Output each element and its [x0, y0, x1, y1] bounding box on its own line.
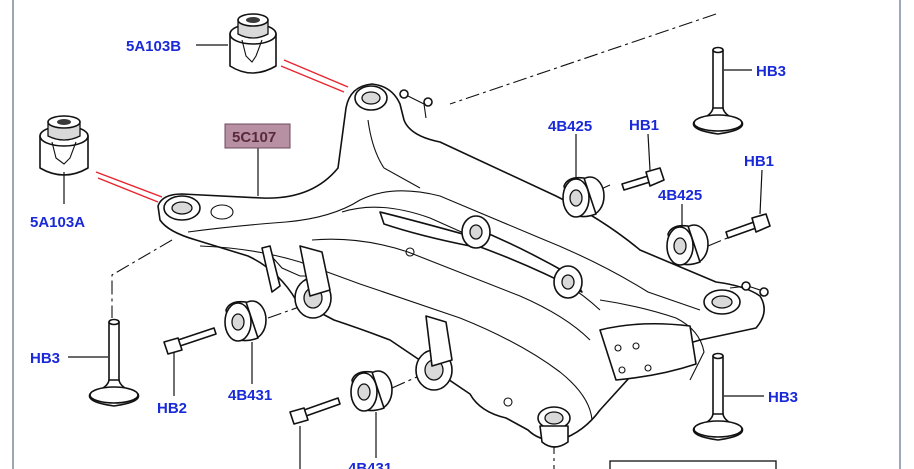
callout-hb2: HB2: [157, 400, 187, 417]
vent-hole-2: [503, 397, 513, 407]
callout-5c107: 5C107: [232, 129, 276, 146]
mount-rear-right: [703, 289, 741, 315]
assembly-line-left: [111, 239, 173, 318]
subframe-rear-beam-edge: [199, 245, 593, 421]
subframe-right-arm-edge: [599, 299, 705, 381]
center-bracket: [425, 315, 453, 367]
attachment-lines-5a103b: [280, 59, 349, 93]
callout-hb1-right: HB1: [744, 153, 774, 170]
hb1-right-part: [725, 213, 771, 239]
bush-5a103a-part: [39, 115, 89, 176]
callout-hb3-lower-right: HB3: [768, 389, 798, 406]
bush-4b425-right-part: [666, 224, 709, 266]
subframe-front-beam-edge: [187, 190, 701, 311]
bush-4b431-bottom-part: [350, 370, 393, 412]
left-bracket-plate: [261, 245, 281, 293]
bush-4b431-left-part: [224, 300, 267, 342]
mount-front-left: [163, 195, 234, 221]
callout-4b425-upper: 4B425: [548, 118, 592, 135]
callout-hb1-upper: HB1: [629, 117, 659, 134]
socket-link-rear: [553, 265, 583, 299]
callout-4b431-bottom: 4B431: [348, 460, 392, 469]
mount-bottom: [537, 406, 571, 448]
hb3-lower-right-part: [692, 352, 744, 441]
rear-subframe-crossmember: [157, 83, 769, 448]
right-bracket: [599, 322, 697, 381]
bracket-pipe-top: [403, 93, 427, 119]
callout-hb3-upper-right: HB3: [756, 63, 786, 80]
mount-top-left: [354, 85, 388, 111]
bush-5a103b-part: [229, 13, 277, 74]
callout-4b425-right: 4B425: [658, 187, 702, 204]
assembly-line-4b431-left: [267, 305, 303, 319]
vent-hole: [405, 247, 415, 257]
attachment-lines-5a103a: [95, 171, 163, 203]
bush-4b425-upper-part: [562, 176, 605, 218]
left-bracket: [299, 245, 331, 297]
hb3-upper-right-part: [692, 46, 744, 135]
hb2-bolt-part: [163, 327, 217, 355]
callout-hb3-left: HB3: [30, 350, 60, 367]
callout-5c107-highlight: [224, 123, 291, 149]
title-box-edge: [609, 460, 777, 469]
hb3-left-part: [88, 318, 140, 407]
callout-4b431-left: 4B431: [228, 387, 272, 404]
leader-lines: [63, 44, 764, 469]
assembly-line-top-right: [449, 13, 717, 105]
bolt-lower-part: [289, 397, 341, 425]
socket-link-front: [461, 215, 491, 249]
subframe-center-edge-2: [311, 238, 591, 341]
rear-link-arm: [469, 225, 583, 293]
subframe-upper-arm-edge: [367, 119, 421, 189]
hb1-upper-part: [621, 167, 665, 191]
callout-5a103a: 5A103A: [30, 214, 85, 231]
callout-5a103b: 5A103B: [126, 38, 181, 55]
